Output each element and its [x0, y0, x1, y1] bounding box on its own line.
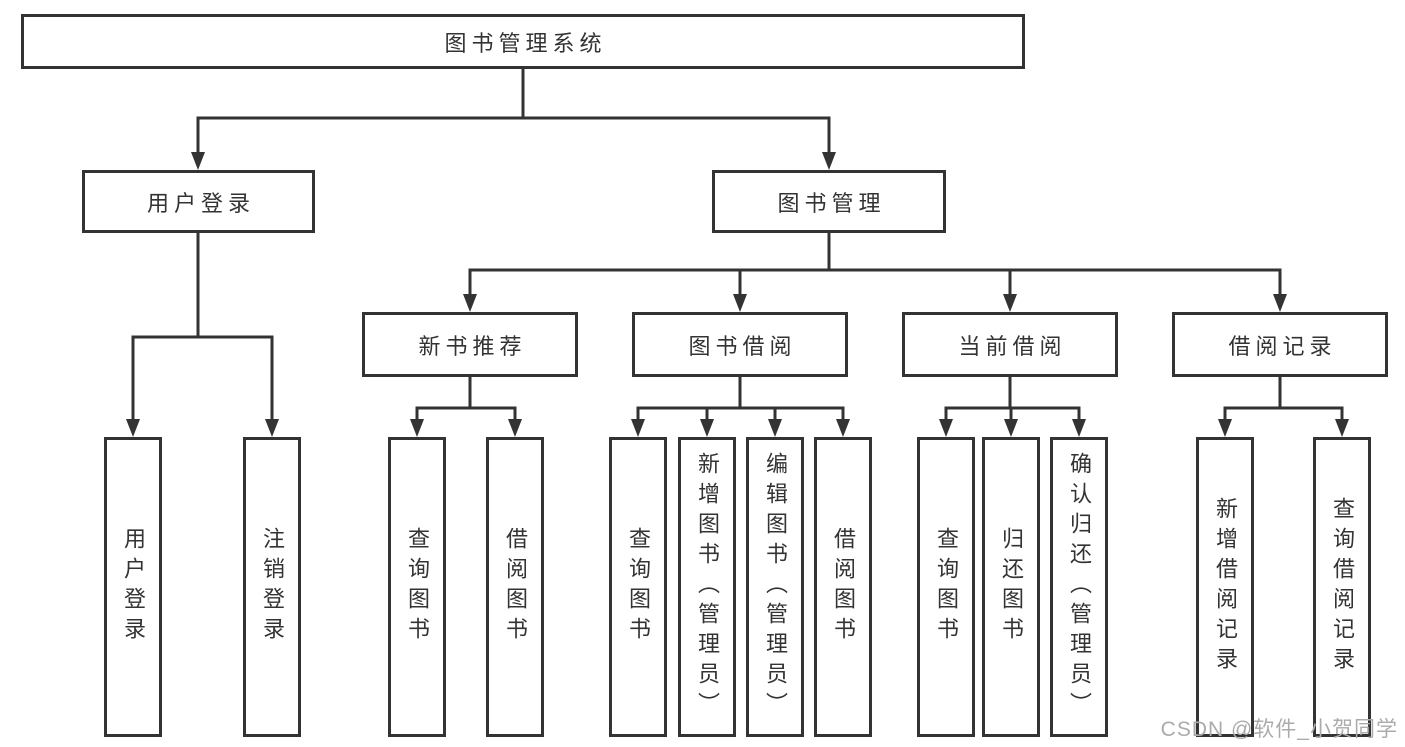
- leaf-label: 查询图书: [405, 527, 430, 647]
- leaf-query-borrow-record: 查询借阅记录: [1313, 437, 1371, 737]
- node-book-borrow: 图书借阅: [632, 312, 848, 377]
- node-current-borrow: 当前借阅: [902, 312, 1118, 377]
- leaf-add-books-admin: 新增图书（管理员）: [678, 437, 736, 737]
- leaf-borrow-books-recommend: 借阅图书: [486, 437, 544, 737]
- leaf-label: 新增借阅记录: [1213, 497, 1238, 677]
- leaf-label: 编辑图书（管理员）: [763, 452, 788, 722]
- csdn-watermark: CSDN @软件_小贺同学: [1160, 718, 1398, 741]
- leaf-add-borrow-record: 新增借阅记录: [1196, 437, 1254, 737]
- leaf-confirm-return-admin: 确认归还（管理员）: [1050, 437, 1108, 737]
- node-user-login: 用户登录: [82, 170, 315, 233]
- leaf-user-login: 用户登录: [104, 437, 162, 737]
- leaf-label: 注销登录: [260, 527, 285, 647]
- leaf-logout: 注销登录: [243, 437, 301, 737]
- leaf-label: 归还图书: [999, 527, 1024, 647]
- leaf-label: 确认归还（管理员）: [1067, 452, 1092, 722]
- leaf-label: 借阅图书: [503, 527, 528, 647]
- leaf-query-books-current: 查询图书: [917, 437, 975, 737]
- node-borrow-records: 借阅记录: [1172, 312, 1388, 377]
- leaf-edit-books-admin: 编辑图书（管理员）: [746, 437, 804, 737]
- leaf-query-books-recommend: 查询图书: [388, 437, 446, 737]
- leaf-label: 查询图书: [934, 527, 959, 647]
- node-system-root: 图书管理系统: [21, 14, 1025, 69]
- leaf-label: 借阅图书: [831, 527, 856, 647]
- leaf-query-books-borrow: 查询图书: [609, 437, 667, 737]
- leaf-label: 查询借阅记录: [1330, 497, 1355, 677]
- node-book-management: 图书管理: [712, 170, 946, 233]
- leaf-return-books: 归还图书: [982, 437, 1040, 737]
- leaf-label: 新增图书（管理员）: [695, 452, 720, 722]
- node-new-book-recommend: 新书推荐: [362, 312, 578, 377]
- leaf-label: 用户登录: [121, 527, 146, 647]
- leaf-borrow-books: 借阅图书: [814, 437, 872, 737]
- leaf-label: 查询图书: [626, 527, 651, 647]
